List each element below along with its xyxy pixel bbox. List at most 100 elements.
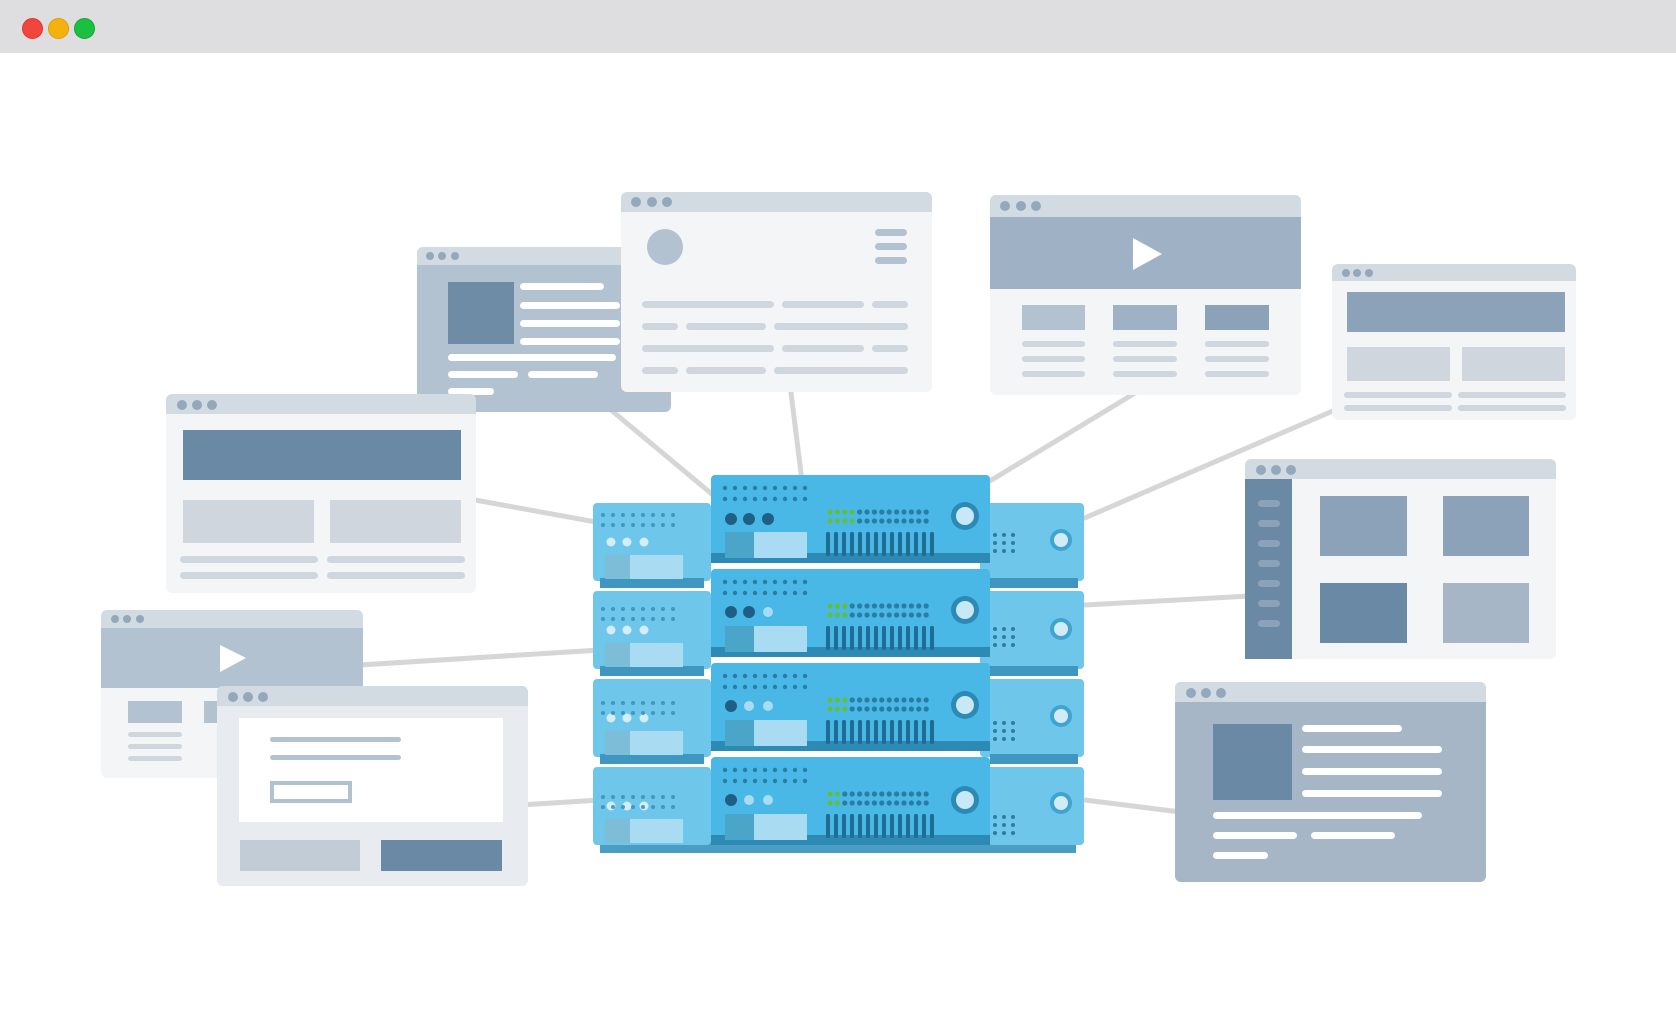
server-detail-dot xyxy=(722,496,728,502)
right-server-column xyxy=(980,503,1084,845)
server-detail-dot xyxy=(901,800,907,806)
website-window-banner xyxy=(166,394,476,593)
server-detail-dot xyxy=(1011,823,1015,827)
server-vent-slot xyxy=(882,532,886,556)
hosting-illustration xyxy=(0,53,1676,1024)
server-detail-dot xyxy=(993,823,997,827)
website-window-news xyxy=(1175,682,1486,882)
server-vent-slot xyxy=(914,532,918,556)
server-detail-dot xyxy=(842,697,848,703)
server-detail-dot xyxy=(792,778,798,784)
server-detail-dot xyxy=(1011,721,1015,725)
server-detail-dot xyxy=(762,778,768,784)
server-detail-dot xyxy=(792,579,798,585)
server-detail-dot xyxy=(908,800,915,806)
server-detail-dot xyxy=(842,518,848,524)
server-detail-dot xyxy=(762,496,768,502)
server-detail-dot xyxy=(772,485,778,491)
server-detail-dot xyxy=(842,791,848,797)
server-detail-dot xyxy=(601,795,605,799)
server-detail-dot xyxy=(834,706,841,712)
server-vent-slot xyxy=(890,532,894,556)
server-detail-dot xyxy=(792,673,798,679)
server-detail-dot xyxy=(752,496,758,502)
server-vent-slot xyxy=(922,626,926,650)
server-detail-dot xyxy=(671,701,675,705)
close-button[interactable] xyxy=(22,18,43,39)
server-detail-dot xyxy=(993,721,997,725)
server-detail-dot xyxy=(762,684,768,690)
server-detail-dot xyxy=(842,603,848,609)
server-detail-dot xyxy=(1002,549,1006,553)
server-vent-slot xyxy=(882,626,886,650)
server-detail-dot xyxy=(621,701,625,705)
server-detail-dot xyxy=(782,485,788,491)
server-vent-slot xyxy=(826,626,830,650)
server-detail-dot xyxy=(1011,815,1015,819)
server-vent-slot xyxy=(826,532,830,556)
server-detail-dot xyxy=(792,485,798,491)
server-detail-dot xyxy=(864,518,870,524)
server-detail-dot xyxy=(886,518,892,524)
server-detail-dot xyxy=(1011,635,1015,639)
website-window-profile xyxy=(621,192,932,392)
server-detail-dot xyxy=(651,607,655,611)
server-detail-dot xyxy=(1011,643,1015,647)
server-detail-dot xyxy=(923,603,929,609)
server-vent-slot xyxy=(858,814,862,838)
server-rack-icon xyxy=(593,475,1084,853)
server-detail-dot xyxy=(849,706,855,712)
server-vent-slot xyxy=(890,814,894,838)
server-detail-dot xyxy=(1002,823,1006,827)
server-vent-slot xyxy=(898,532,902,556)
zoom-button[interactable] xyxy=(74,18,95,39)
server-detail-dot xyxy=(916,509,922,515)
left-server-column xyxy=(593,503,711,845)
server-detail-dot xyxy=(752,673,758,679)
server-detail-dot xyxy=(1002,729,1006,733)
server-vent-slot xyxy=(842,720,846,744)
server-vent-slot xyxy=(866,532,870,556)
server-detail-dot xyxy=(908,518,915,524)
server-detail-dot xyxy=(802,590,808,596)
website-window-gallery xyxy=(1245,459,1556,659)
server-detail-dot xyxy=(671,711,675,715)
server-detail-dot xyxy=(762,590,768,596)
server-vent-slot xyxy=(874,720,878,744)
server-vent-slot xyxy=(866,814,870,838)
server-detail-dot xyxy=(611,513,615,517)
server-detail-dot xyxy=(857,791,863,797)
play-icon xyxy=(1133,238,1162,270)
minimize-button[interactable] xyxy=(48,18,69,39)
server-vent-slot xyxy=(866,626,870,650)
server-detail-dot xyxy=(879,697,885,703)
server-vent-slot xyxy=(842,814,846,838)
server-vent-slot xyxy=(906,626,910,650)
server-detail-dot xyxy=(732,673,738,679)
server-detail-dot xyxy=(601,701,605,705)
server-detail-dot xyxy=(1011,627,1015,631)
server-detail-dot xyxy=(631,701,635,705)
server-detail-dot xyxy=(752,684,758,690)
server-detail-dot xyxy=(894,800,900,806)
server-detail-dot xyxy=(849,697,855,703)
server-detail-dot xyxy=(732,496,738,502)
server-detail-dot xyxy=(842,612,848,618)
server-detail-dot xyxy=(631,523,635,527)
server-detail-dot xyxy=(871,697,878,703)
website-window-columns xyxy=(1332,264,1576,420)
website-window-article xyxy=(417,247,671,412)
server-vent-slot xyxy=(842,532,846,556)
server-detail-dot xyxy=(641,617,645,621)
server-detail-dot xyxy=(742,767,748,773)
server-detail-dot xyxy=(601,805,605,809)
server-detail-dot xyxy=(908,603,915,609)
server-detail-dot xyxy=(732,579,738,585)
server-detail-dot xyxy=(742,590,748,596)
server-detail-dot xyxy=(611,711,615,715)
server-detail-dot xyxy=(827,697,833,703)
server-detail-dot xyxy=(772,590,778,596)
server-detail-dot xyxy=(871,612,878,618)
website-window-video xyxy=(990,195,1301,395)
server-detail-dot xyxy=(901,706,907,712)
